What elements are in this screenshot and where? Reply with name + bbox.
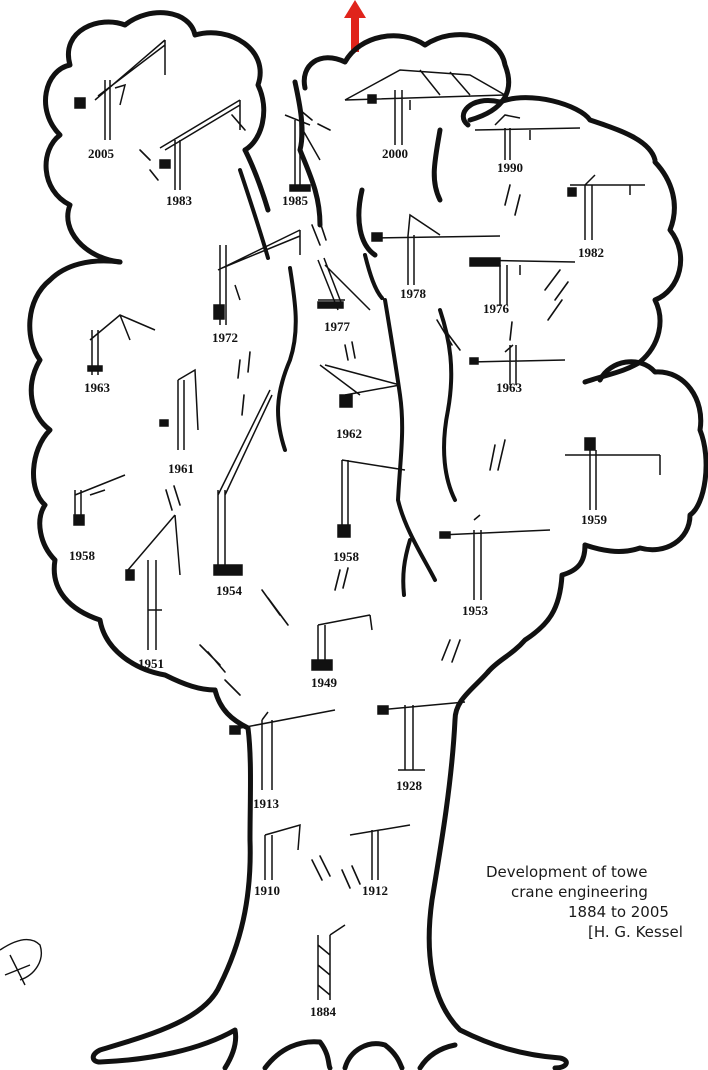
year-label-1958-left: 1958 [69,548,96,563]
year-label-1977: 1977 [324,319,351,334]
year-label-1985: 1985 [282,193,309,208]
crane-1985 [284,114,321,192]
crane-1912 [349,824,411,880]
red-up-arrow-icon [344,0,366,52]
year-label-1972: 1972 [212,330,238,345]
year-label-1963-left: 1963 [84,380,111,395]
caption-line-2: crane engineering [511,883,648,901]
crane-drawings [73,39,661,1000]
crane-1962 [319,364,401,408]
tree-outline [27,10,708,1070]
crane-2005 [74,39,166,140]
year-label-1963-right: 1963 [496,380,523,395]
year-label-2005: 2005 [88,146,115,161]
year-label-1978: 1978 [400,286,427,301]
crane-2000 [344,69,506,145]
crane-1977 [317,257,371,311]
year-label-1951: 1951 [138,656,164,671]
crane-1958-left [73,474,126,526]
year-label-1884: 1884 [310,1004,337,1019]
year-label-1954: 1954 [216,583,243,598]
year-label-1949: 1949 [311,675,338,690]
year-label-1982: 1982 [578,245,604,260]
crane-1928 [377,701,466,771]
year-label-1910: 1910 [254,883,280,898]
connector-dashes [139,109,569,889]
crane-1972 [213,229,301,325]
year-label-1928: 1928 [396,778,423,793]
crane-1978 [371,213,501,285]
crane-1963-right [469,344,566,385]
year-label-1913: 1913 [253,796,280,811]
crane-1951 [125,514,181,650]
caption-line-3: 1884 to 2005 [568,903,669,921]
year-label-1961: 1961 [168,461,194,476]
crane-1949 [311,614,373,671]
figure-caption: Development of towe crane engineering 18… [486,862,708,942]
crane-1884 [317,924,346,1000]
year-label-1959: 1959 [581,512,608,527]
crane-1954 [213,389,273,576]
crane-1983 [159,99,241,190]
crane-1953 [439,514,551,600]
crane-1913 [229,709,336,790]
year-label-1962: 1962 [336,426,362,441]
year-label-1983: 1983 [166,193,193,208]
crane-1982 [567,174,645,240]
year-label-1976: 1976 [483,301,510,316]
crane-1959 [565,437,661,510]
crane-1961 [159,368,199,450]
year-labels: 2005 1983 1985 2000 1990 1982 1978 1976 … [69,146,608,1019]
year-label-1958-right: 1958 [333,549,360,564]
caption-line-4: [H. G. Kessel [588,923,683,941]
year-label-1990: 1990 [497,160,523,175]
year-label-1912: 1912 [362,883,388,898]
caption-line-1: Development of towe [486,863,648,881]
crane-1963-left [87,314,156,375]
crane-1976 [469,257,576,305]
year-label-1953: 1953 [462,603,489,618]
crane-1990 [474,114,581,160]
year-label-2000: 2000 [382,146,408,161]
crane-1958-right [337,459,406,538]
sketch-figure-icon [0,938,42,986]
crane-1910 [264,823,301,880]
